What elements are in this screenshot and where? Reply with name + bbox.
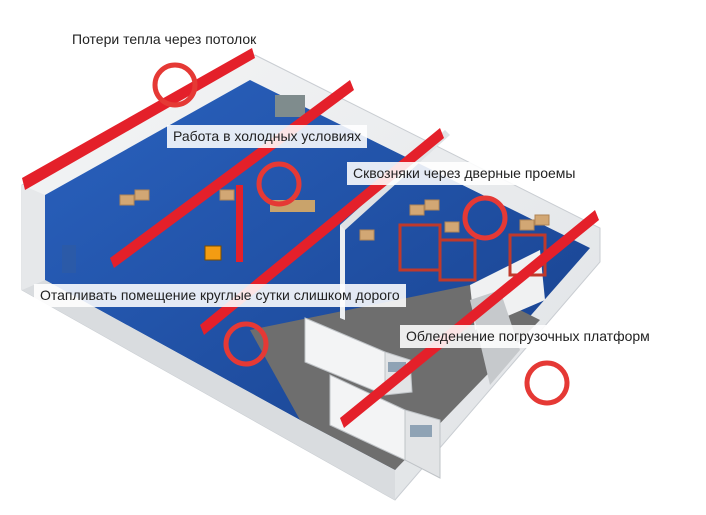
callout-cold-conditions: Работа в холодных условиях — [167, 125, 368, 148]
forklift — [204, 245, 222, 261]
front-wall — [22, 280, 395, 500]
side-door — [62, 245, 76, 273]
callout-ceiling-heat-loss: Потери тепла через потолок — [72, 31, 257, 47]
cargo-boxes — [119, 189, 550, 241]
marker-ceiling — [152, 62, 198, 108]
marker-dock — [524, 360, 570, 406]
roof-column — [236, 185, 243, 262]
problem-markers — [152, 62, 570, 406]
marker-doors — [462, 195, 508, 241]
roof-beam-4 — [340, 210, 599, 428]
callout-heating-cost: Отапливать помещение круглые сутки слишк… — [34, 284, 406, 307]
callout-door-drafts: Сквозняки через дверные проемы — [347, 162, 582, 185]
marker-heating — [223, 321, 269, 367]
truck-lower — [329, 374, 441, 479]
marker-cold — [256, 161, 302, 207]
left-wall — [22, 185, 45, 290]
callout-dock-icing: Обледенение погрузочных платформ — [400, 325, 656, 348]
shelf-unit — [275, 95, 305, 117]
